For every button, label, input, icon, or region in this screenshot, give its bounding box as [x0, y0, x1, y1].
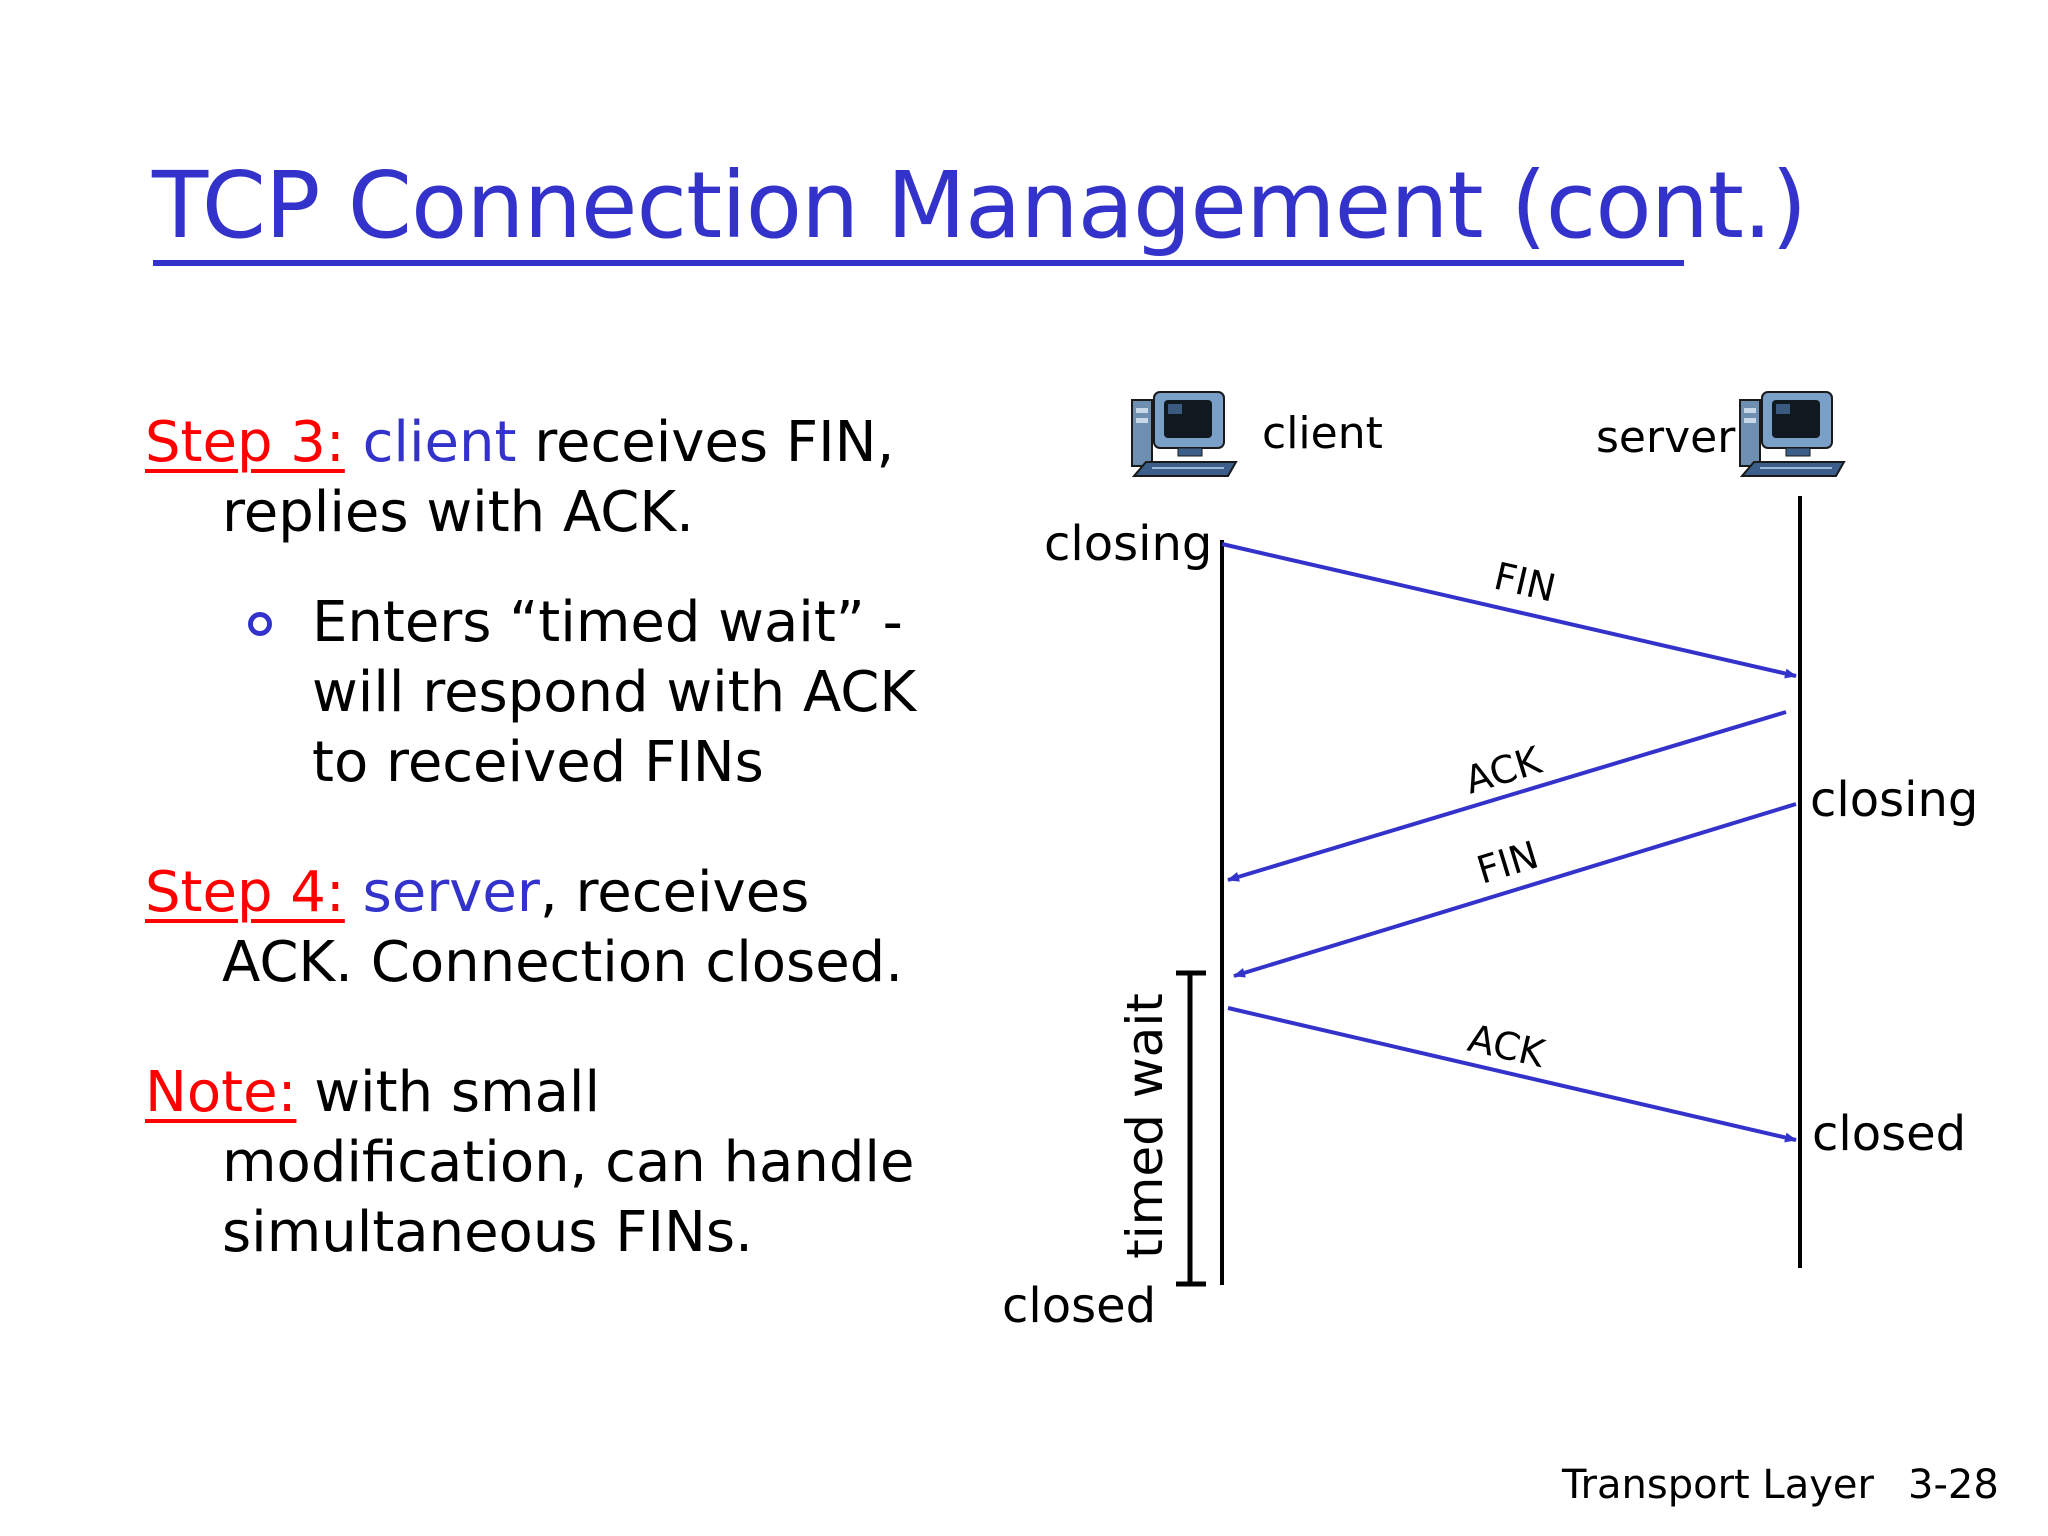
server-closing-label: closing — [1810, 772, 1978, 828]
step3-label: Step 3: — [145, 410, 345, 475]
step4-rest: , receives — [539, 860, 810, 925]
title-underline — [153, 260, 1684, 266]
bullet-line2: will respond with ACK — [312, 660, 917, 725]
note-line3: simultaneous FINs. — [222, 1200, 753, 1265]
step3-subject: client — [362, 410, 517, 475]
step3-line1: Step 3: client receives FIN, — [145, 408, 894, 478]
fin-arrow-2 — [1233, 802, 1797, 978]
note-label: Note: — [145, 1060, 297, 1125]
note-rest: with small — [314, 1060, 601, 1125]
ack-arrow-2 — [1227, 1006, 1797, 1143]
footer-section: Transport Layer — [1562, 1462, 1874, 1508]
ack-arrow-1 — [1227, 710, 1787, 882]
bullet-line3: to received FINs — [312, 730, 764, 795]
client-label: client — [1262, 408, 1383, 459]
footer-page: 3-28 — [1908, 1462, 1999, 1508]
step3-rest: receives FIN, — [534, 410, 895, 475]
fin-label-1: FIN — [1490, 554, 1560, 611]
ack-label-1: ACK — [1460, 738, 1547, 803]
bullet-line1: Enters “timed wait” - — [312, 590, 903, 655]
server-label: server — [1596, 412, 1736, 463]
note-line1: Note: with small — [145, 1058, 600, 1128]
server-closed-label: closed — [1812, 1106, 1966, 1162]
step4-label: Step 4: — [145, 860, 345, 925]
server-computer-icon — [1739, 391, 1845, 477]
step4-subject: server — [362, 860, 540, 925]
page-title: TCP Connection Management (cont.) — [152, 152, 1807, 259]
step3-line2: replies with ACK. — [222, 480, 694, 545]
client-closing-label: closing — [1044, 516, 1212, 572]
bullet-circle-icon — [248, 612, 272, 636]
step4-line1: Step 4: server, receives — [145, 858, 809, 928]
client-computer-icon — [1131, 391, 1237, 477]
fin-arrow-1 — [1221, 542, 1797, 679]
note-line2: modification, can handle — [222, 1130, 915, 1195]
client-closed-label: closed — [1002, 1278, 1156, 1334]
timed-wait-label: timed wait — [1116, 993, 1174, 1259]
step4-line2: ACK. Connection closed. — [222, 930, 903, 995]
